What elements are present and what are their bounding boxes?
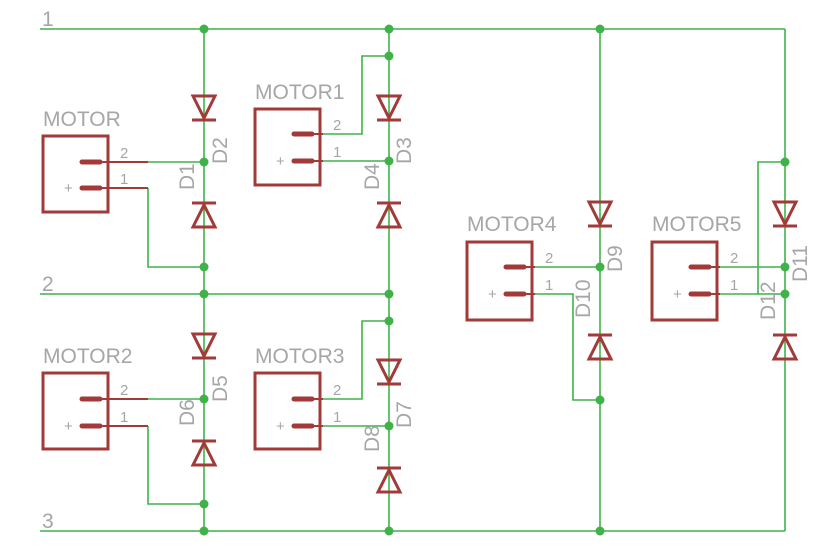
- diode-label-d4: D4: [361, 163, 384, 190]
- motor-m5: + 2 1 MOTOR5: [650, 213, 741, 322]
- net-label-2: 2: [42, 273, 54, 296]
- motor-m1: + 2 1 MOTOR1: [253, 81, 344, 187]
- diode-label-d7: D7: [393, 401, 416, 428]
- motor-m3-name: MOTOR3: [255, 345, 344, 368]
- diode-label-d9: D9: [604, 245, 627, 272]
- wires: [40, 28, 786, 532]
- motor-m2: + 2 1 MOTOR2: [41, 345, 148, 451]
- motor-m5-pin1: 1: [730, 277, 738, 294]
- motor-m2-pin1: 1: [120, 409, 128, 426]
- motor-m0-name: MOTOR: [43, 108, 121, 131]
- net-label-1: 1: [42, 8, 54, 31]
- motor-m2-plus: +: [64, 418, 73, 435]
- diode-label-d10: D10: [572, 279, 595, 318]
- diode-label-d2: D2: [209, 137, 232, 164]
- diode-label-d3: D3: [393, 137, 416, 164]
- motor-m5-pin2: 2: [730, 250, 738, 267]
- motor-m4-pin1: 1: [545, 277, 553, 294]
- motor-m1-pin2: 2: [333, 117, 341, 134]
- motor-m2-pin2: 2: [120, 382, 128, 399]
- diode-label-d8: D8: [361, 425, 384, 452]
- motor-m4-name: MOTOR4: [467, 213, 557, 236]
- motor-m1-name: MOTOR1: [255, 81, 344, 104]
- motor-m0-pin1: 1: [120, 171, 128, 188]
- motor-m3: + 2 1 MOTOR3: [253, 345, 344, 451]
- motor-m4-plus: +: [488, 286, 497, 303]
- motor-m1-pin1: 1: [333, 144, 341, 161]
- motor-m4: + 2 1 MOTOR4: [465, 213, 557, 322]
- diode-label-d11: D11: [789, 245, 812, 282]
- diode-label-d6: D6: [176, 399, 199, 426]
- motor-m0: + 2 1 MOTOR: [41, 108, 148, 214]
- diode-label-d5: D5: [209, 375, 232, 402]
- diode-label-d1: D1: [176, 163, 199, 190]
- net-label-3: 3: [42, 510, 54, 533]
- motor-m0-plus: +: [64, 180, 73, 197]
- motor-m5-name: MOTOR5: [652, 213, 741, 236]
- motor-m3-plus: +: [276, 418, 285, 435]
- diode-label-d12: D12: [757, 281, 780, 320]
- motor-m4-pin2: 2: [545, 250, 553, 267]
- junctions: [199, 24, 790, 536]
- motor-m1-plus: +: [276, 153, 285, 170]
- motor-m3-pin2: 2: [333, 382, 341, 399]
- motor-m5-plus: +: [673, 286, 682, 303]
- motor-m0-pin2: 2: [120, 145, 128, 162]
- motor-m3-pin1: 1: [333, 409, 341, 426]
- motor-m2-name: MOTOR2: [43, 345, 132, 368]
